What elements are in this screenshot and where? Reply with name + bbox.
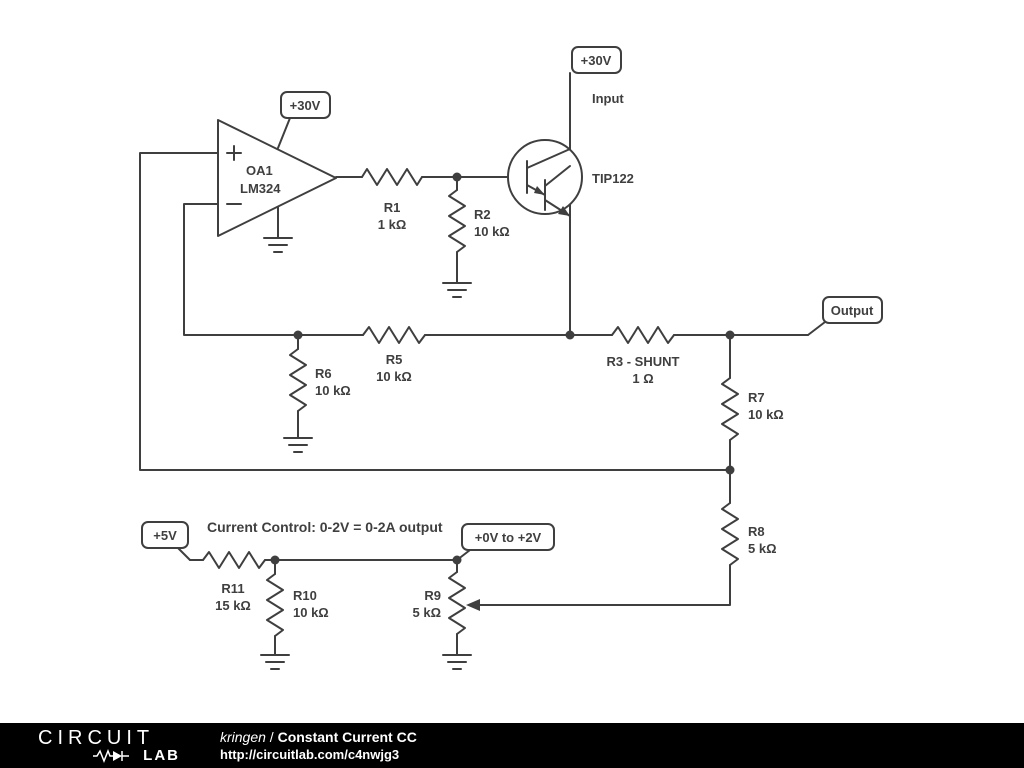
ground-symbol-r10: [260, 654, 290, 670]
flag-label: +5V: [153, 528, 177, 543]
resistor-r3-shunt: R3 - SHUNT 1 Ω: [607, 326, 680, 386]
opamp-part: LM324: [240, 181, 281, 196]
flag-label: +0V to +2V: [475, 530, 542, 545]
r9-name: R9: [424, 588, 441, 603]
flag-label: +30V: [290, 98, 321, 113]
footer-bar: CIRCUIT LAB kringen / Constant Current C…: [0, 723, 1024, 768]
resistor-r7: R7 10 kΩ: [721, 377, 784, 441]
junction-dots: [270, 172, 735, 565]
r9-value: 5 kΩ: [413, 605, 442, 620]
logo-text-circuit: CIRCUIT: [38, 727, 155, 749]
emitter-arrow-icon: [534, 186, 545, 195]
r10-value: 10 kΩ: [293, 605, 329, 620]
net-flag-opamp-supply: +30V: [280, 91, 331, 119]
resistor-r6: R6 10 kΩ: [289, 348, 351, 412]
schematic-title: Constant Current CC: [277, 728, 417, 745]
transistor-label: TIP122: [592, 171, 634, 186]
r5-name: R5: [386, 352, 403, 367]
resistor-r1: R1 1 kΩ: [361, 168, 423, 232]
flag-label: +30V: [581, 53, 612, 68]
net-flag-5v: +5V: [141, 521, 191, 561]
ground-symbol-opamp: [263, 237, 293, 253]
net-flag-collector-supply: +30V: [571, 46, 622, 74]
r7-name: R7: [748, 390, 765, 405]
r6-value: 10 kΩ: [315, 383, 351, 398]
r8-value: 5 kΩ: [748, 541, 777, 556]
net-flag-control-range: +0V to +2V: [456, 523, 555, 561]
resistor-r2: R2 10 kΩ: [448, 189, 510, 253]
schematic-canvas: OA1 LM324 +30V R1 1 kΩ: [139, 46, 883, 670]
author-name: kringen: [220, 728, 266, 745]
r10-name: R10: [293, 588, 317, 603]
net-flag-output: Output: [807, 296, 883, 336]
resistor-r10: R10 10 kΩ: [266, 573, 329, 637]
circuitlab-logo[interactable]: CIRCUIT LAB: [38, 728, 180, 763]
resistor-r5: R5 10 kΩ: [362, 326, 426, 384]
r1-value: 1 kΩ: [378, 217, 407, 232]
emitter-arrow-icon: [558, 206, 570, 216]
r1-name: R1: [384, 200, 401, 215]
wiper-arrow-icon: [466, 599, 480, 611]
r7-value: 10 kΩ: [748, 407, 784, 422]
r8-name: R8: [748, 524, 765, 539]
r5-value: 10 kΩ: [376, 369, 412, 384]
opamp-oa1: OA1 LM324: [217, 117, 337, 239]
input-label: Input: [592, 91, 624, 106]
r6-name: R6: [315, 366, 332, 381]
diode-icon: [93, 748, 130, 763]
ground-symbol-r9: [442, 654, 472, 670]
r11-value: 15 kΩ: [215, 598, 251, 613]
opamp-name: OA1: [246, 163, 273, 178]
ground-symbol-r6: [283, 437, 313, 453]
footer-text: kringen / Constant Current CC http://cir…: [220, 728, 417, 764]
transistor-tip122: TIP122: [507, 139, 634, 217]
flag-label: Output: [831, 303, 874, 318]
r2-value: 10 kΩ: [474, 224, 510, 239]
logo-text-lab: LAB: [143, 747, 180, 764]
wires: [139, 72, 809, 656]
schematic-url[interactable]: http://circuitlab.com/c4nwjg3: [220, 746, 400, 762]
byline-separator: /: [265, 728, 278, 745]
plus-input-icon: [226, 145, 242, 161]
r3-value: 1 Ω: [632, 371, 653, 386]
r11-name: R11: [221, 581, 244, 596]
schematic-byline: kringen / Constant Current CC: [220, 728, 417, 746]
potentiometer-r9: R9 5 kΩ: [413, 571, 480, 635]
ground-symbol-r2: [442, 282, 472, 298]
r2-name: R2: [474, 207, 491, 222]
resistor-r8: R8 5 kΩ: [721, 502, 777, 566]
resistor-r11: R11 15 kΩ: [202, 551, 266, 613]
r3-name: R3 - SHUNT: [607, 354, 680, 369]
current-control-note: Current Control: 0-2V = 0-2A output: [207, 519, 443, 535]
